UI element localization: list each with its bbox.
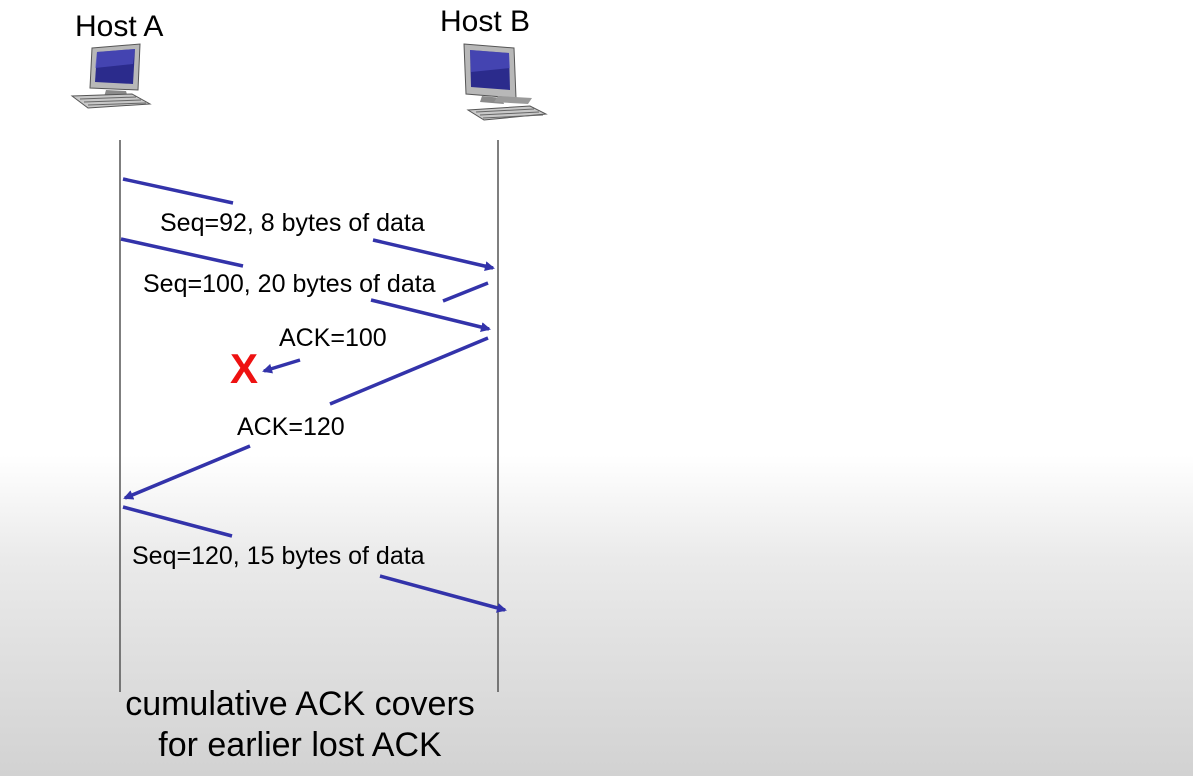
message-ack120-arrow — [123, 336, 489, 500]
host-a-computer-icon — [70, 43, 152, 109]
message-ack100-arrow — [262, 281, 489, 374]
message-seq92-label: Seq=92, 8 bytes of data — [160, 209, 425, 237]
caption: cumulative ACK covers for earlier lost A… — [90, 684, 510, 766]
message-seq92-arrow — [122, 177, 495, 272]
host-b-label: Host B — [440, 5, 531, 38]
message-ack100-label: ACK=100 — [279, 324, 387, 352]
lost-packet-x-icon: X — [230, 345, 259, 392]
host-b-computer-icon — [463, 43, 548, 121]
caption-line-2: for earlier lost ACK — [158, 726, 442, 764]
message-seq120-arrow — [122, 505, 507, 613]
message-seq120-label: Seq=120, 15 bytes of data — [132, 542, 425, 570]
message-seq100-arrow — [120, 237, 491, 332]
message-seq100-label: Seq=100, 20 bytes of data — [143, 270, 436, 298]
caption-line-1: cumulative ACK covers — [125, 685, 475, 723]
host-a-label: Host A — [75, 10, 164, 43]
message-ack120-label: ACK=120 — [237, 413, 345, 441]
